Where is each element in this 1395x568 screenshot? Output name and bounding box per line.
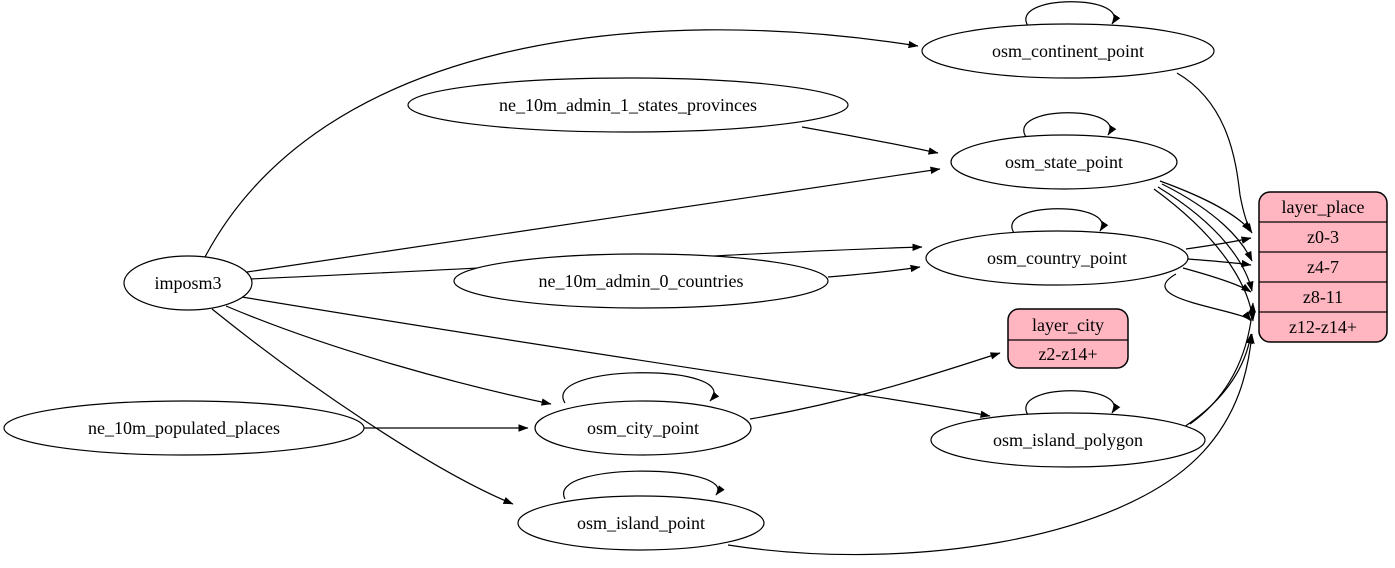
edge-osm-city-point-to-layer-city-z2-z14 [749, 352, 1001, 420]
node-ne-10m-admin-0-countries: ne_10m_admin_0_countries [453, 253, 829, 309]
edge-osm-country-point-to-layer-place-z4-7 [1187, 258, 1252, 268]
osm-country-point-label: osm_country_point [987, 248, 1127, 268]
osm-state-point-ellipse [950, 134, 1178, 190]
node-osm-city-point: osm_city_point [534, 400, 752, 456]
edges-layer [204, 1, 1257, 556]
layer-place-row-z12-z14: z12-z14+ [1289, 317, 1357, 337]
layer-place-box [1258, 191, 1388, 343]
osm-state-point-label: osm_state_point [1005, 152, 1123, 172]
self-loop-osm-island-point [563, 470, 725, 500]
edge-osm-state-point-to-layer-place-z8-11 [1157, 186, 1254, 292]
node-imposm3: imposm3 [123, 255, 253, 311]
node-osm-island-point: osm_island_point [517, 495, 765, 551]
edge-osm-country-point-to-layer-place-z12-z14 [1164, 273, 1252, 322]
record-layer-place: layer_place z0-3 z4-7 z8-11 z12-z14+ [1258, 191, 1388, 343]
imposm3-ellipse [123, 255, 253, 311]
layer-place-row-z4-7: z4-7 [1307, 257, 1339, 277]
edge-osm-country-point-to-layer-place-z0-3 [1185, 236, 1252, 250]
edge-osm-island-polygon-to-layer-place-z8-11 [1189, 302, 1257, 425]
osm-continent-point-ellipse [921, 23, 1215, 79]
osm-island-polygon-ellipse [930, 412, 1206, 468]
edge-osm-island-polygon-to-layer-place-z12-z14 [1183, 333, 1254, 428]
node-osm-state-point: osm_state_point [950, 134, 1178, 190]
ne-10m-admin-1-states-provinces-ellipse [407, 77, 849, 133]
node-osm-island-polygon: osm_island_polygon [930, 412, 1206, 468]
edge-imposm3-to-osm-island-point [211, 308, 514, 505]
edge-ne-10m-admin-1-states-provinces-to-osm-state-point [801, 126, 939, 155]
edge-osm-state-point-to-layer-place-z4-7 [1161, 183, 1253, 262]
self-loop-osm-city-point [562, 372, 720, 404]
osm-city-point-ellipse [534, 400, 752, 456]
ne-10m-populated-places-label: ne_10m_populated_places [88, 418, 280, 438]
osm-continent-point-label: osm_continent_point [992, 41, 1144, 61]
layer-place-row-z8-11: z8-11 [1303, 287, 1343, 307]
edge-osm-island-point-to-layer-place-z12-z14 [727, 333, 1255, 556]
edge-osm-continent-point-to-layer-place-z0-3 [1176, 72, 1253, 234]
edge-osm-country-point-to-layer-place-z8-11 [1182, 267, 1252, 293]
node-osm-continent-point: osm_continent_point [921, 23, 1215, 79]
self-loop-osm-continent-point [1025, 1, 1121, 27]
node-osm-country-point: osm_country_point [925, 230, 1189, 286]
osm-country-point-ellipse [925, 230, 1189, 286]
osm-island-point-ellipse [517, 495, 765, 551]
ne-10m-admin-0-countries-ellipse [453, 253, 829, 309]
ne-10m-populated-places-ellipse [3, 400, 365, 456]
osm-island-polygon-label: osm_island_polygon [993, 430, 1143, 450]
layer-place-title: layer_place [1282, 197, 1365, 217]
edge-osm-state-point-to-layer-place-z0-3 [1159, 180, 1252, 232]
layer-place-row-z0-3: z0-3 [1307, 227, 1339, 247]
edge-imposm3-to-osm-continent-point [204, 29, 919, 258]
osm-city-point-label: osm_city_point [587, 418, 699, 438]
layer-city-row-z2-z14: z2-z14+ [1038, 344, 1097, 364]
edge-imposm3-to-osm-island-polygon [241, 296, 991, 418]
node-ne-10m-populated-places: ne_10m_populated_places [3, 400, 365, 456]
layer-city-box [1007, 308, 1129, 369]
edge-ne-10m-admin-0-countries-to-osm-country-point [827, 264, 921, 278]
ne-10m-admin-1-states-provinces-label: ne_10m_admin_1_states_provinces [499, 95, 757, 115]
record-layer-city: layer_city z2-z14+ [1007, 308, 1129, 369]
ne-10m-admin-0-countries-label: ne_10m_admin_0_countries [539, 271, 744, 291]
imposm3-label: imposm3 [154, 273, 221, 293]
osm-island-point-label: osm_island_point [577, 513, 705, 533]
self-loop-osm-state-point [1023, 112, 1117, 138]
node-ne-10m-admin-1-states-provinces: ne_10m_admin_1_states_provinces [407, 77, 849, 133]
self-loop-osm-island-polygon [1025, 390, 1121, 416]
edge-imposm3-to-osm-city-point [225, 305, 552, 406]
self-loop-osm-country-point [1011, 208, 1109, 234]
layer-city-title: layer_city [1032, 315, 1104, 335]
